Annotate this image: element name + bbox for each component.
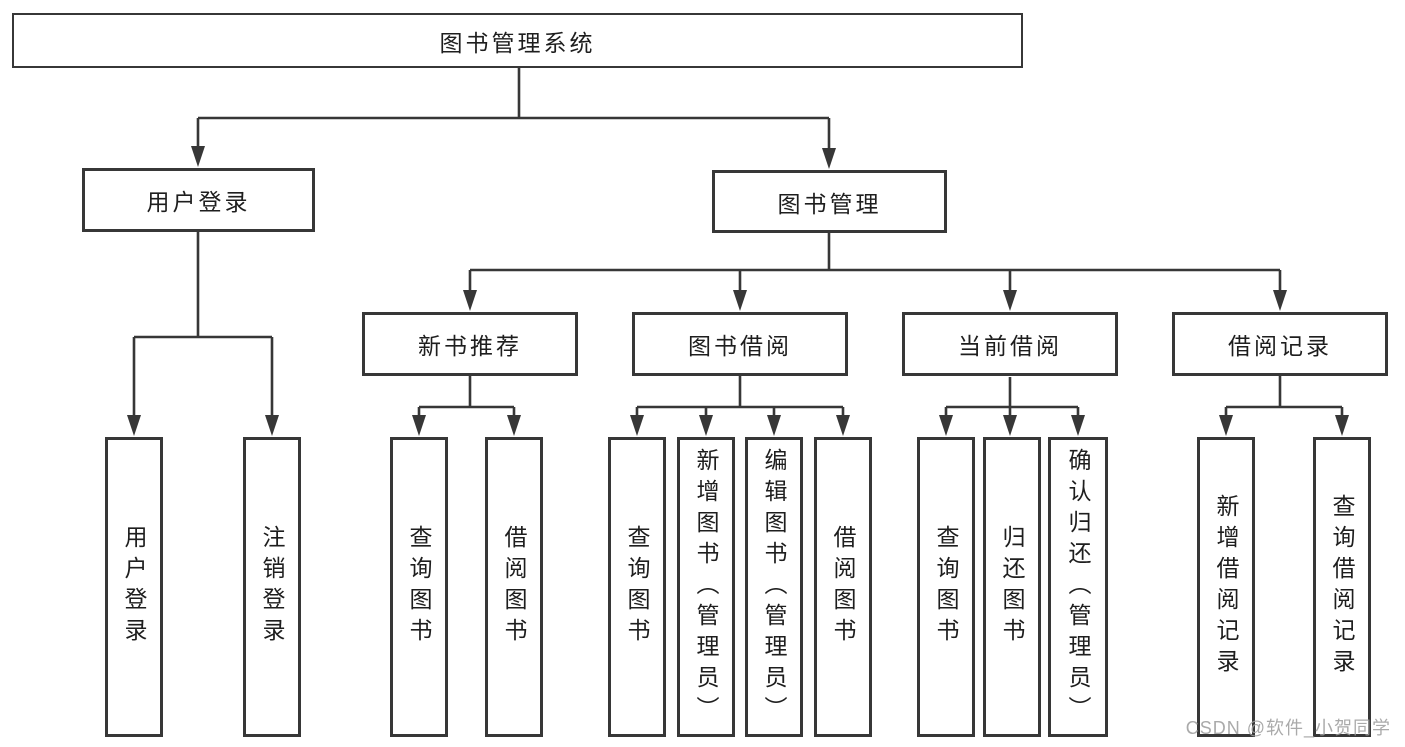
node-borrow-records: 借阅记录 [1172, 312, 1388, 376]
leaf-add-books-admin-label: 新增图书（管理员） [693, 447, 719, 727]
node-new-book-recommend: 新书推荐 [362, 312, 578, 376]
connector-borrow-records [1224, 376, 1344, 422]
connector-root-to-level2 [196, 68, 831, 152]
leaf-user-login-label: 用户登录 [121, 525, 147, 649]
leaf-user-login: 用户登录 [105, 437, 163, 737]
leaf-logout: 注销登录 [243, 437, 301, 737]
leaf-query-borrow-record: 查询借阅记录 [1313, 437, 1371, 737]
connector-user-login [132, 232, 274, 421]
leaf-add-borrow-record-label: 新增借阅记录 [1213, 494, 1239, 680]
connector-book-management [468, 233, 1282, 297]
leaf-borrow-books-2-label: 借阅图书 [830, 525, 856, 649]
leaf-return-books: 归还图书 [983, 437, 1041, 737]
leaf-confirm-return-admin: 确认归还（管理员） [1048, 437, 1108, 737]
node-book-borrow: 图书借阅 [632, 312, 848, 376]
leaf-query-borrow-record-label: 查询借阅记录 [1329, 494, 1355, 680]
leaf-logout-label: 注销登录 [259, 525, 285, 649]
leaf-add-borrow-record: 新增借阅记录 [1197, 437, 1255, 737]
node-user-login: 用户登录 [82, 168, 315, 232]
leaf-query-books-1: 查询图书 [390, 437, 448, 737]
leaf-add-books-admin: 新增图书（管理员） [677, 437, 735, 737]
node-current-borrow: 当前借阅 [902, 312, 1118, 376]
connector-new-book [417, 376, 516, 422]
leaf-edit-books-admin-label: 编辑图书（管理员） [761, 447, 787, 727]
connector-current-borrow [944, 377, 1080, 422]
leaf-borrow-books-2: 借阅图书 [814, 437, 872, 737]
leaf-borrow-books-1: 借阅图书 [485, 437, 543, 737]
node-library-management-system: 图书管理系统 [12, 13, 1023, 68]
leaf-confirm-return-admin-label: 确认归还（管理员） [1065, 447, 1091, 727]
leaf-query-books-2: 查询图书 [608, 437, 666, 737]
leaf-query-books-2-label: 查询图书 [624, 525, 650, 649]
leaf-query-books-1-label: 查询图书 [406, 525, 432, 649]
leaf-query-books-3: 查询图书 [917, 437, 975, 737]
leaf-return-books-label: 归还图书 [999, 525, 1025, 649]
connector-book-borrow [635, 376, 845, 422]
leaf-borrow-books-1-label: 借阅图书 [501, 525, 527, 649]
csdn-watermark: CSDN @软件_小贺同学 [1185, 718, 1391, 738]
leaf-edit-books-admin: 编辑图书（管理员） [745, 437, 803, 737]
leaf-query-books-3-label: 查询图书 [933, 525, 959, 649]
node-book-management: 图书管理 [712, 170, 947, 233]
